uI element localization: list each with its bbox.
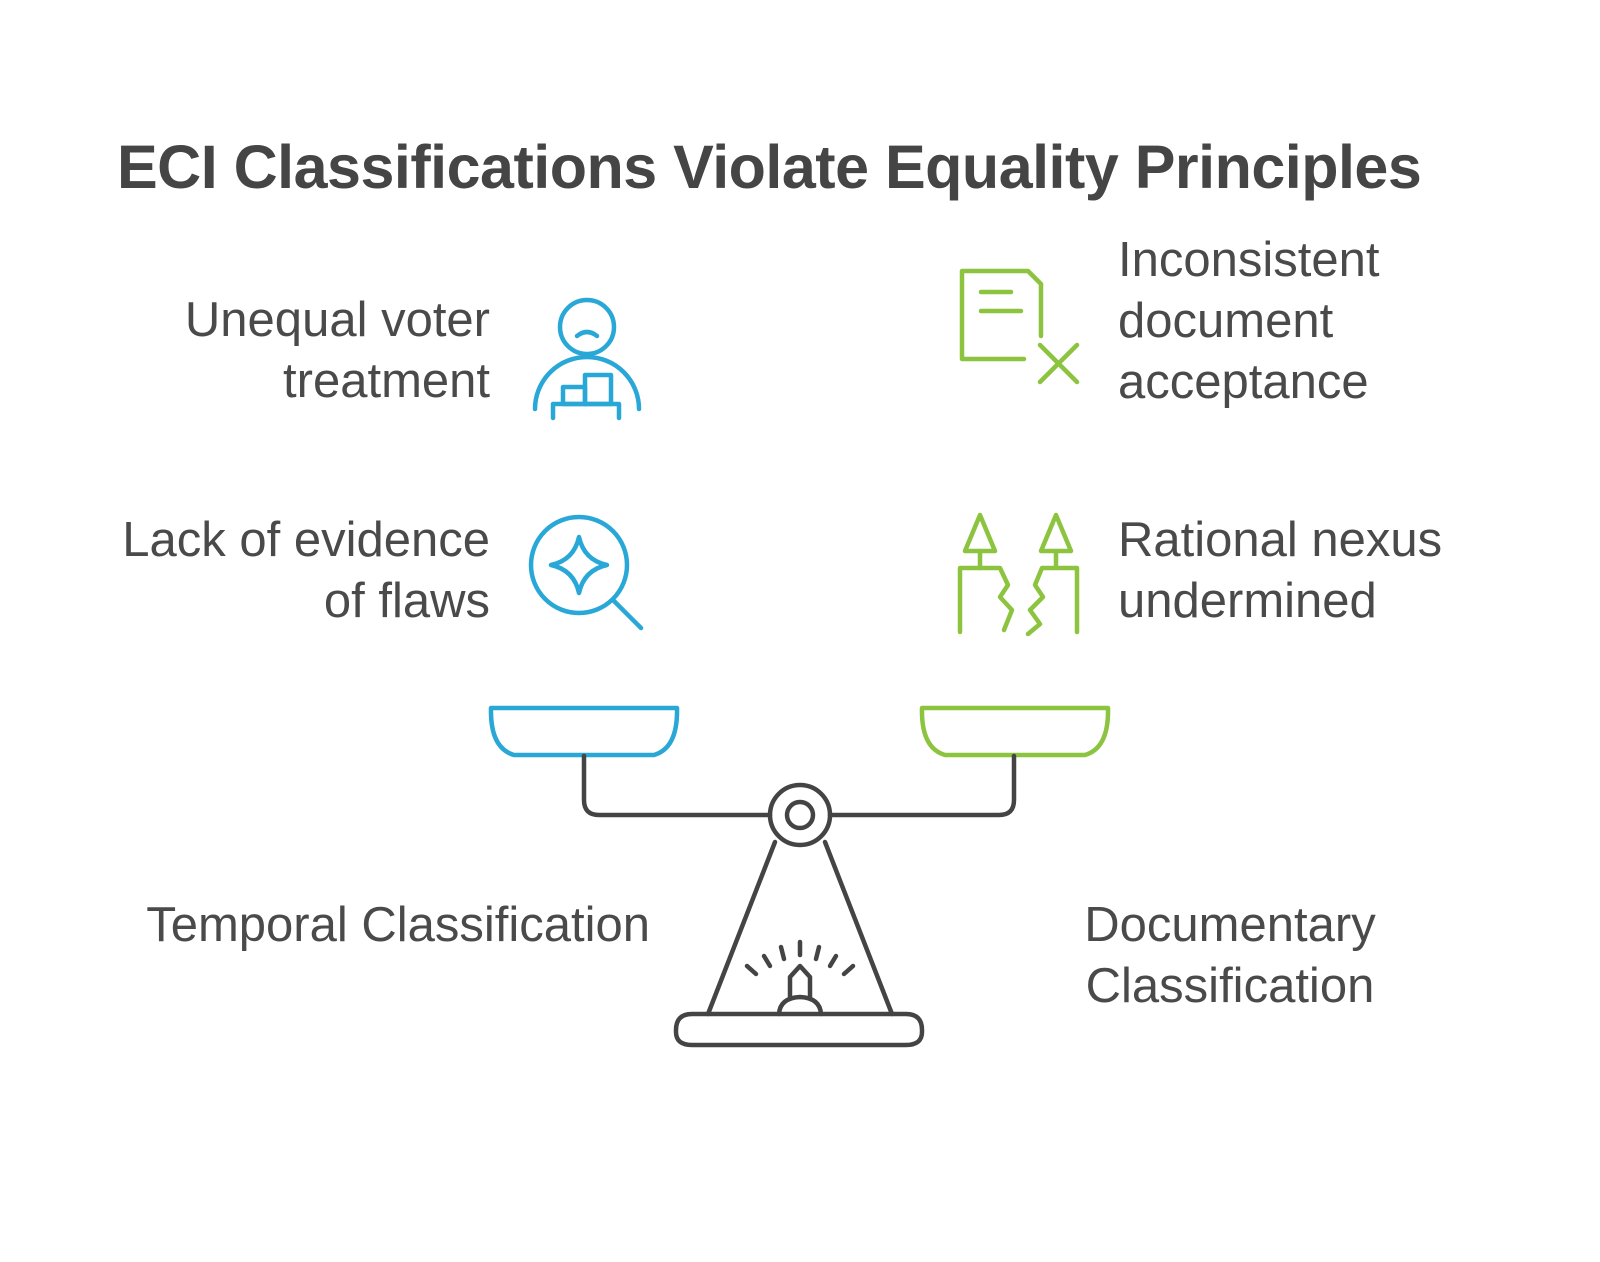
documentary-classification-label: Documentary Classification bbox=[1060, 895, 1400, 1017]
label-line: Documentary bbox=[1084, 898, 1376, 952]
label-line: acceptance bbox=[1118, 355, 1369, 409]
label-line: Lack of evidence bbox=[122, 513, 490, 567]
rational-nexus-label: Rational nexus undermined bbox=[1118, 510, 1558, 632]
scale-beam bbox=[581, 753, 773, 818]
inconsistent-document-acceptance-label: Inconsistent document acceptance bbox=[1118, 230, 1538, 413]
left-pan bbox=[488, 705, 680, 758]
label-line: document bbox=[1118, 294, 1334, 348]
label-line: Rational nexus bbox=[1118, 513, 1443, 567]
temporal-classification-label: Temporal Classification bbox=[90, 895, 650, 956]
magnifier-sparkle-icon bbox=[528, 514, 644, 631]
label-line: Inconsistent bbox=[1118, 233, 1380, 287]
lack-of-evidence-label: Lack of evidence of flaws bbox=[90, 510, 490, 632]
label-line: treatment bbox=[283, 354, 490, 408]
label-line: of flaws bbox=[323, 574, 490, 628]
document-x-icon bbox=[959, 268, 1080, 385]
unequal-voter-treatment-label: Unequal voter treatment bbox=[140, 290, 490, 412]
label-line: undermined bbox=[1118, 574, 1377, 628]
scale-pivot bbox=[767, 782, 833, 848]
label-line: Classification bbox=[1085, 959, 1375, 1013]
label-line: Unequal voter bbox=[184, 293, 490, 347]
balance-scale bbox=[488, 705, 1111, 1048]
broken-bridge-icon bbox=[957, 512, 1080, 637]
scale-stand bbox=[705, 839, 895, 1017]
person-podium-icon bbox=[532, 297, 642, 421]
label-line: Temporal Classification bbox=[146, 898, 650, 952]
right-pan bbox=[919, 705, 1111, 758]
diagram-title: ECI Classifications Violate Equality Pri… bbox=[117, 133, 1422, 201]
